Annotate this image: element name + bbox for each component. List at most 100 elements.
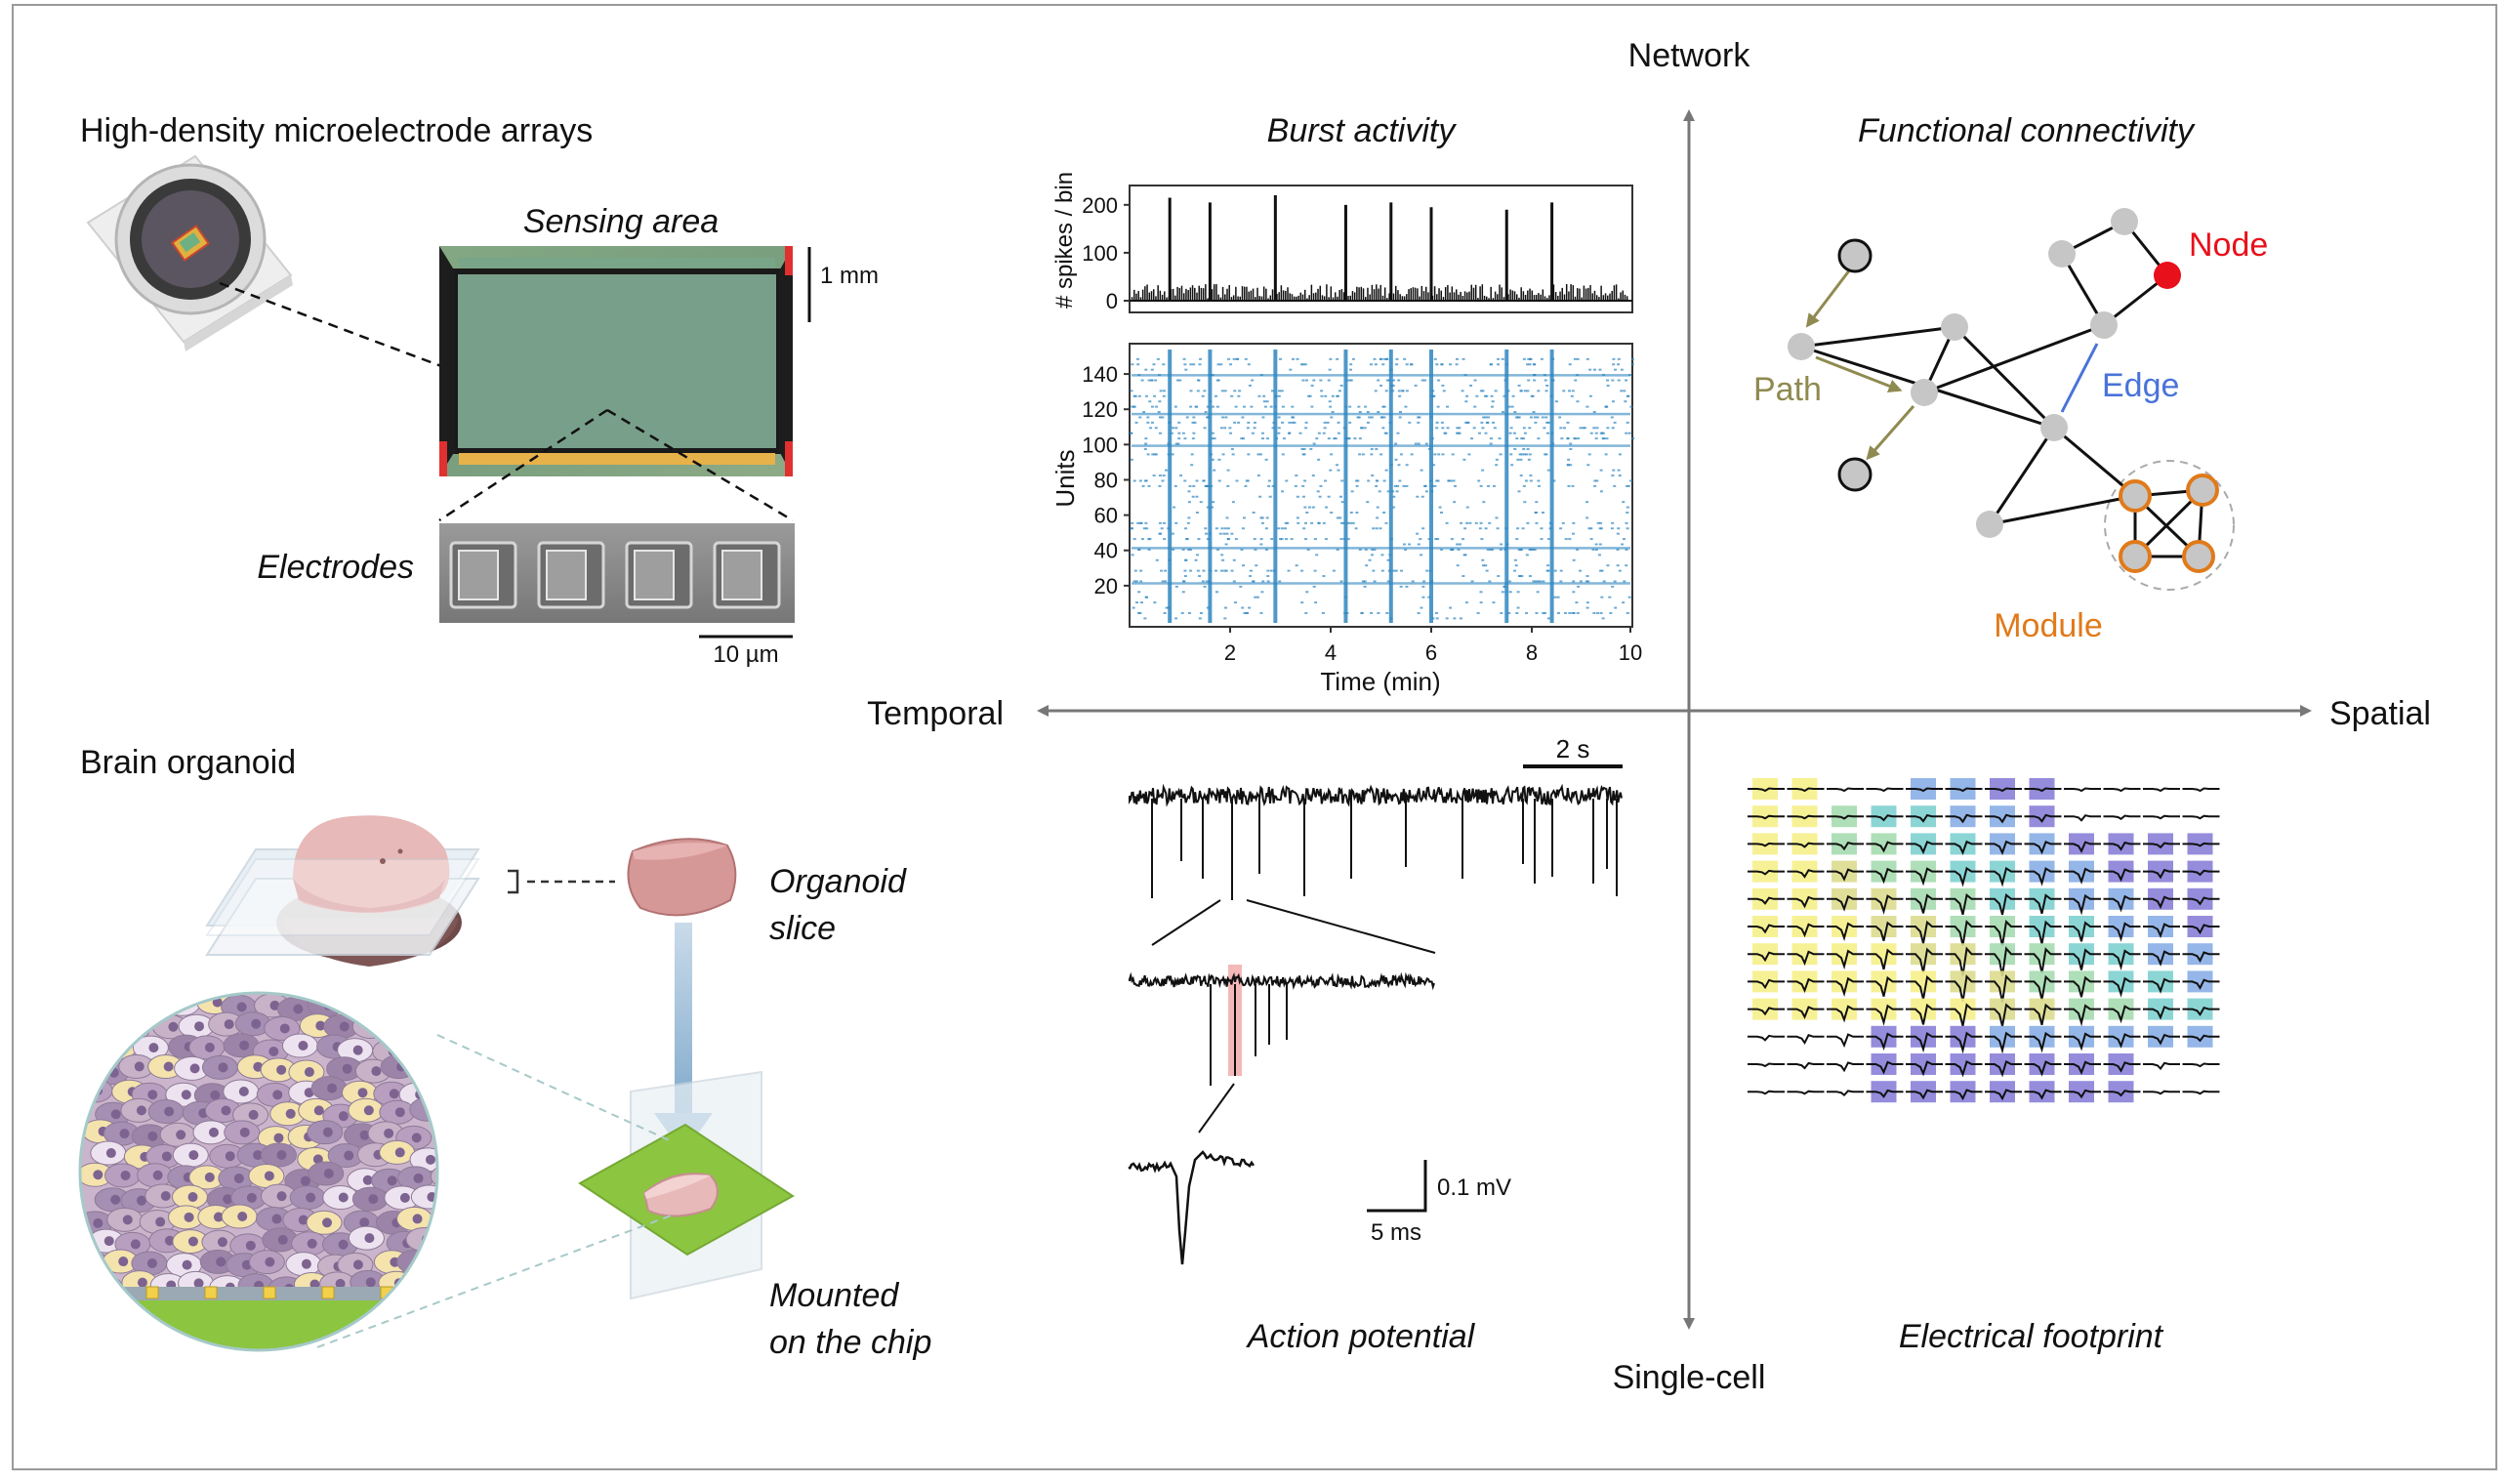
raster-spike-422 [1158,521,1162,524]
raster-spike-303 [1515,538,1519,541]
raster-spike-1077 [1197,379,1201,382]
raster-spike-770 [1582,427,1585,430]
raster-spike-973 [1320,394,1324,397]
raster-spike-791 [1223,427,1227,430]
tissue-cell-1 [103,993,141,1018]
footprint-waveform-1-5 [1945,813,1983,824]
time-tick-label-2: 2 [1224,640,1236,665]
raster-spike-837 [1337,421,1340,424]
raster-spike-306 [1259,538,1263,541]
raster-spike-635 [1330,453,1334,456]
footprint-cell-5-4 [1911,916,1936,937]
raster-spike-553 [1628,479,1632,482]
edge-highlight [2060,343,2099,413]
raster-spike-695 [1265,437,1269,440]
raster-spike-415 [1339,521,1343,524]
footprint-cell-5-8 [2069,916,2094,937]
raster-spike-246 [1616,548,1620,551]
raster-spike-407 [1174,521,1178,524]
axis-label-temporal: Temporal [867,695,1004,732]
raster-spike-524 [1487,484,1491,487]
cell-nucleus-156 [463,1233,473,1243]
raster-spike-496 [1375,484,1379,487]
cell-nucleus-109 [204,1172,215,1182]
raster-spike-49 [1137,611,1141,614]
cell-nucleus-65 [439,1086,449,1095]
footprint-cell-2-2 [1832,833,1857,855]
raster-spike-117 [1532,580,1536,583]
raster-spike-1054 [1473,379,1477,382]
raster-spike-1120 [1189,363,1193,366]
raster-spike-374 [1223,527,1227,530]
raster-spike-939 [1310,405,1314,408]
cell-nucleus-103 [425,1154,435,1165]
footprint-cell-5-3 [1871,916,1897,937]
footprint-cell-3-0 [1752,860,1778,883]
raster-spike-891 [1398,411,1402,414]
cell-nucleus-124 [276,1191,287,1202]
footprint-waveform-4-6 [1985,892,2022,916]
raster-spike-283 [1594,543,1598,546]
raster-spike-1135 [1497,363,1501,366]
raster-spike-492 [1350,490,1354,493]
raster-spike-75 [1585,601,1589,604]
raster-spike-824 [1435,421,1439,424]
raster-spike-998 [1494,390,1498,392]
footprint-waveform-4-1 [1787,895,1825,909]
raster-spike-1074 [1385,379,1389,382]
raster-spike-1017 [1537,390,1541,392]
raster-spike-568 [1132,479,1136,482]
footprint-cell-9-5 [1950,1025,1976,1048]
footprint-waveform-3-4 [1906,867,1943,886]
raster-spike-675 [1569,447,1573,450]
raster-spike-307 [1419,538,1422,541]
raster-spike-1170 [1227,357,1231,360]
footprint-waveform-10-4 [1906,1060,1943,1077]
raster-spike-918 [1206,405,1210,408]
raster-spike-645 [1171,453,1174,456]
raster-spike-491 [1187,490,1191,493]
raster-unit-line-3 [1132,444,1630,447]
raster-spike-240 [1486,548,1490,551]
footprint-cell-3-7 [2029,860,2055,883]
raster-spike-281 [1458,543,1461,546]
raster-spike-976 [1153,394,1157,397]
raster-spike-382 [1375,527,1379,530]
raster-spike-198 [1223,569,1227,572]
raster-spike-212 [1365,564,1369,567]
raster-spike-1130 [1299,363,1303,366]
raster-spike-517 [1301,484,1305,487]
raster-spike-1064 [1147,379,1151,382]
raster-spike-363 [1214,527,1218,530]
footprint-cell-3-10 [2148,860,2173,883]
raster-spike-55 [1516,606,1520,609]
raster-spike-437 [1439,512,1443,514]
raster-spike-95 [1572,591,1576,594]
raster-spike-901 [1281,405,1285,408]
raster-spike-219 [1386,558,1390,561]
footprint-cell-1-4 [1911,805,1936,828]
raster-spike-808 [1546,421,1550,424]
footprint-cell-10-3 [1871,1053,1897,1075]
cell-nucleus-76 [394,1107,405,1118]
mounted-chip [578,1070,795,1300]
raster-spike-1058 [1304,379,1308,382]
raster-spike-898 [1366,411,1370,414]
hist-ytick-label-0: 0 [1106,289,1118,313]
raster-spike-984 [1307,394,1311,397]
raster-spike-875 [1192,416,1196,419]
raster-spike-1108 [1526,363,1530,366]
raster-spike-941 [1576,400,1580,403]
raster-spike-435 [1376,516,1379,519]
cell-nucleus-58 [238,1086,249,1096]
raster-spike-1162 [1278,357,1282,360]
raster-spike-205 [1484,564,1488,567]
raster-spike-263 [1533,548,1537,551]
raster-spike-79 [1627,596,1631,598]
raster-burst-8 [1549,350,1554,623]
raster-spike-254 [1531,548,1535,551]
raster-spike-82 [1421,596,1425,598]
cell-nucleus-106 [120,1170,131,1180]
footprint-waveform-5-0 [1748,924,1785,934]
raster-spike-623 [1519,458,1523,461]
